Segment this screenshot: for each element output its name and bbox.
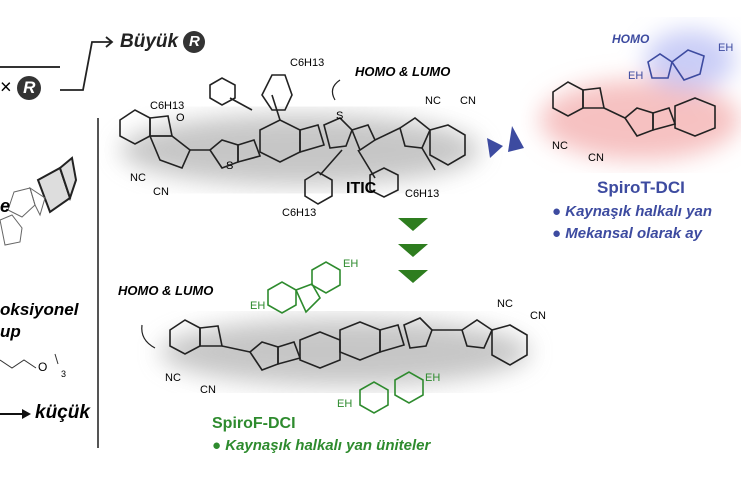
spirot-eh-2: EH [718,42,734,54]
spirot-bullet-2: ● Mekansal olarak ay [552,225,702,242]
spirot-orbital-cloud [540,30,740,160]
r-badge-big: R [183,31,206,53]
spirof-nc: NC [165,372,181,384]
spirof-name: SpiroF-DCI [212,415,296,432]
times-symbol: × [0,76,12,99]
spirot-eh-1: EH [628,70,644,82]
spirot-bullet-2-text: Mekansal olarak ay [565,225,702,242]
spirot-orbital-label: HOMO [612,32,650,46]
spirof-bullet-1-text: Kaynaşık halkalı yan üniteler [225,437,431,454]
left-divider-top [0,66,60,68]
spirof-cn: CN [200,384,216,396]
spirof-orbital-cloud [160,318,530,386]
big-r-label: Büyük R [120,31,206,53]
itic-structure [119,74,466,205]
spirof-orbital-label: HOMO & LUMO [118,283,214,298]
repeat-count: 3 [61,369,67,379]
itic-oxygen: O [176,112,185,124]
itic-orbital-pointer [331,79,341,101]
itic-side-chain-1: C6H13 [290,57,325,69]
spirof-bullet-1: ● Kaynaşık halkalı yan üniteler [212,437,431,454]
itic-nc: NC [130,172,146,184]
blue-arrows [487,126,524,158]
green-arrows [398,218,428,283]
itic-cn: CN [153,186,169,198]
itic-sulfur-2: S [226,160,234,172]
r-badge: R [17,76,42,100]
itic-side-chain-2: C6H13 [150,100,185,112]
spirof-fluorene [267,261,424,414]
spirot-cn: CN [588,152,604,164]
multiplier-row: × R [0,76,42,100]
itic-side-chain-4: C6H13 [282,207,317,219]
spirot-structure [552,81,716,137]
itic-side-chain-3: C6H13 [405,188,440,200]
spirof-structure [169,317,528,371]
itic-name: ITIC [346,180,377,197]
spirof-eh-1: EH [343,258,359,270]
spirof-eh-3: EH [425,372,441,384]
panel-divider [97,118,99,448]
small-r-label: küçük [35,402,90,423]
itic-nc-right: NC [425,95,441,107]
itic-orbital-label: HOMO & LUMO [355,64,451,79]
spirof-eh-4: EH [337,398,353,410]
itic-cn-right: CN [460,95,476,107]
itic-sulfur: S [336,110,344,122]
spirof-cn-right: CN [530,310,546,322]
spirot-thiophenes [647,49,705,81]
spirof-orbital-pointer [141,324,156,349]
spirof-nc-right: NC [497,298,513,310]
spirot-nc: NC [552,140,568,152]
spirot-bullet-1: ● Kaynaşık halkalı yan [552,203,712,220]
spirof-eh-2: EH [250,300,266,312]
ether-chain [0,353,59,369]
oxygen-label: O [38,360,48,374]
spirot-bullet-1-text: Kaynaşık halkalı yan [565,203,712,220]
partial-letter: e [0,196,11,216]
functional-group-text-2: up [0,322,21,341]
functional-group-text-1: oksiyonel [0,300,79,319]
left-fused-structure [0,156,78,246]
spirot-name: SpiroT-DCI [597,178,685,197]
big-label: Büyük [120,31,179,53]
